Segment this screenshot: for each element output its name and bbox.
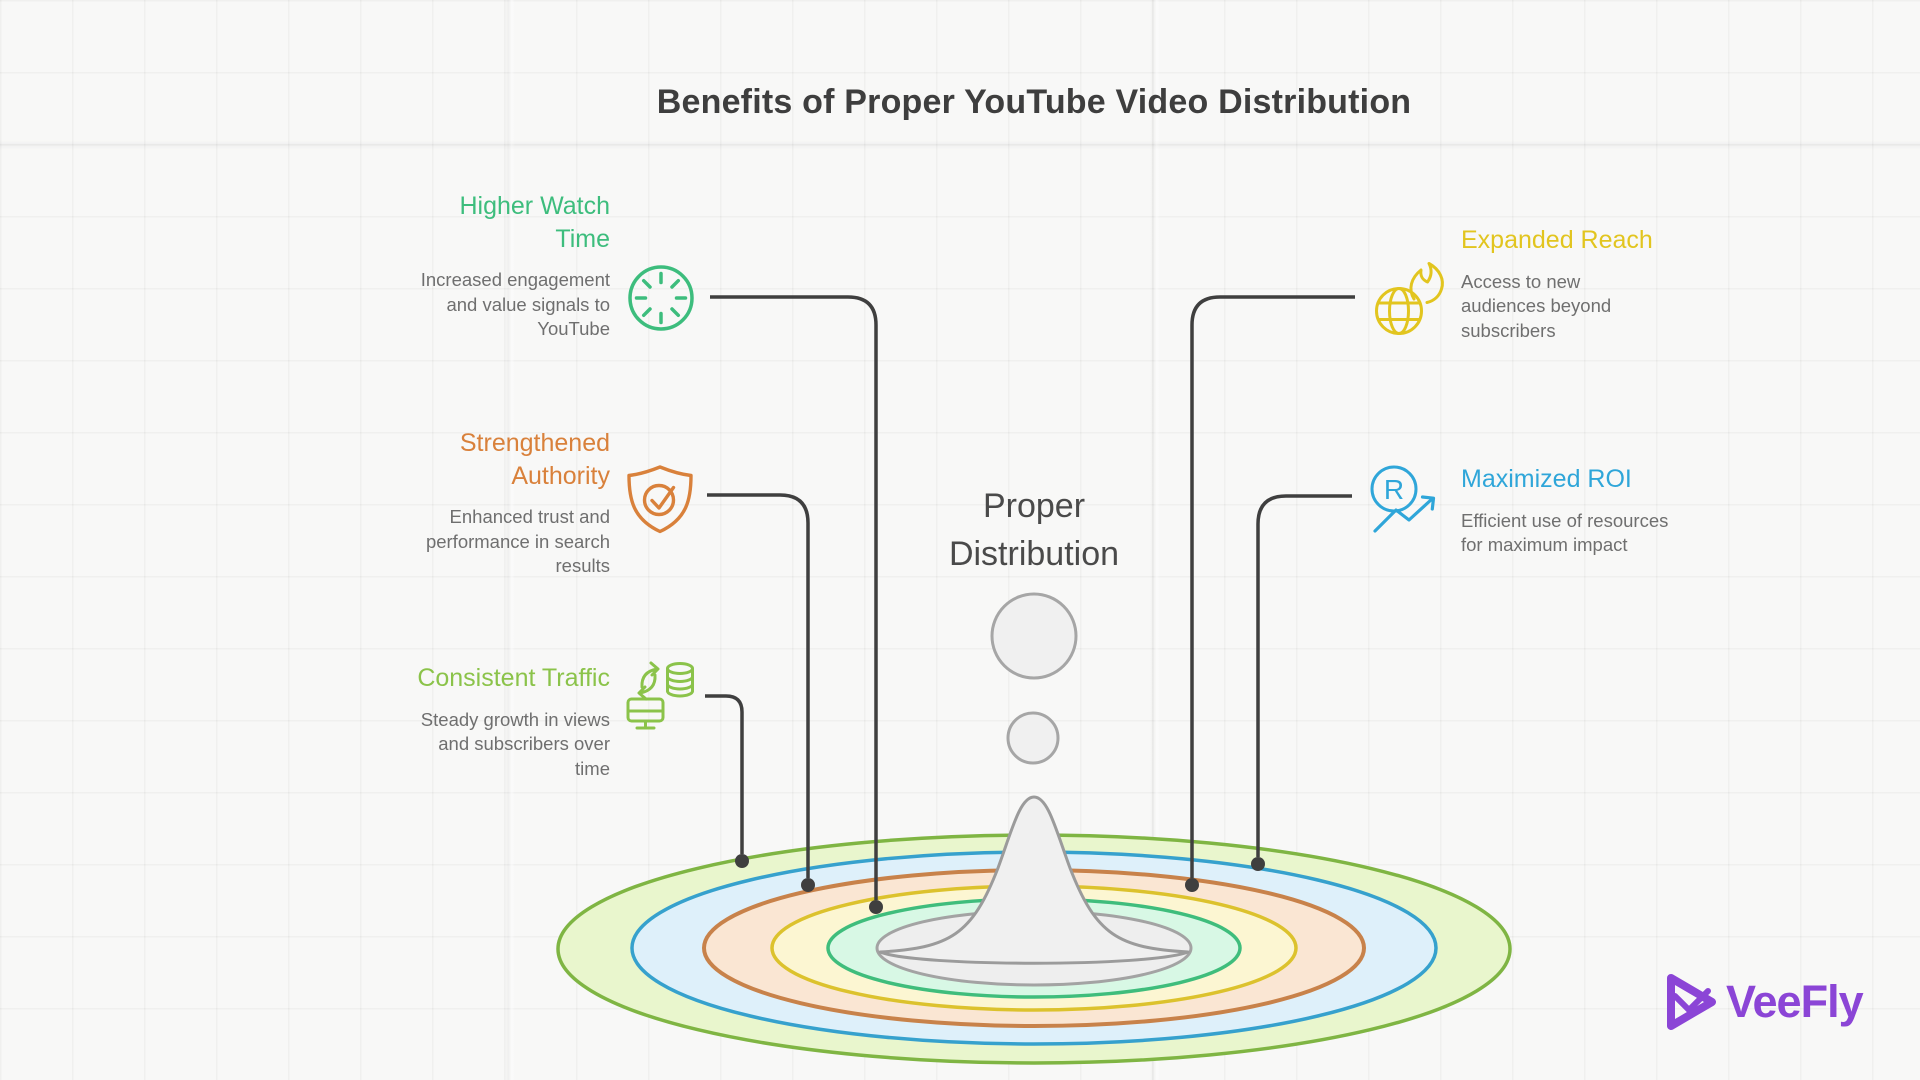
callout-higher-watch-time: Higher Watch Time Increased engagement a… xyxy=(410,190,610,342)
callout-strengthened-authority: Strengthened Authority Enhanced trust an… xyxy=(410,427,610,579)
benefit-title: Strengthened Authority xyxy=(459,429,610,490)
connector-strengthened-authority xyxy=(707,493,810,878)
shield-check-icon xyxy=(627,465,693,534)
benefit-desc: Steady growth in views and subscribers o… xyxy=(420,708,610,779)
callout-consistent-traffic: Consistent Traffic Steady growth in view… xyxy=(350,662,610,781)
benefit-desc: Enhanced trust and performance in search… xyxy=(425,506,610,577)
veefly-logo-text: VeeFly xyxy=(1726,976,1864,1027)
paper-crease xyxy=(505,0,515,1080)
connector-dot xyxy=(1185,878,1199,892)
brand-logo: VeeFly xyxy=(1662,970,1864,1034)
clock-icon xyxy=(628,265,694,331)
benefit-desc: Access to new audiences beyond subscribe… xyxy=(1461,270,1612,341)
benefit-title: Consistent Traffic xyxy=(417,664,610,692)
droplet-small xyxy=(1006,711,1060,765)
page-title: Benefits of Proper YouTube Video Distrib… xyxy=(656,83,1412,121)
callout-maximized-roi: Maximized ROI Efficient use of resources… xyxy=(1461,463,1681,558)
benefit-title: Higher Watch Time xyxy=(459,192,610,253)
connector-dot xyxy=(735,854,749,868)
connector-dot xyxy=(1251,857,1265,871)
connectors xyxy=(705,295,1355,900)
roi-arrow-icon: R xyxy=(1370,465,1436,533)
water-splash xyxy=(878,592,1190,965)
paper-crease xyxy=(0,140,1920,150)
paper-crease xyxy=(1150,0,1160,1080)
benefit-desc: Efficient use of resources for maximum i… xyxy=(1461,509,1669,556)
globe-flame-icon xyxy=(1375,262,1444,335)
roi-letter: R xyxy=(1384,474,1404,505)
connector-higher-watch-time xyxy=(710,295,878,900)
callout-expanded-reach: Expanded Reach Access to new audiences b… xyxy=(1461,224,1681,343)
connector-dot xyxy=(801,878,815,892)
benefit-title: Maximized ROI xyxy=(1461,465,1632,493)
connector-consistent-traffic xyxy=(705,694,744,854)
center-label: Proper Distribution xyxy=(948,487,1120,573)
benefit-title: Expanded Reach xyxy=(1461,226,1653,254)
data-sync-monitor-icon xyxy=(626,661,694,730)
connector-dot xyxy=(869,900,883,914)
connector-maximized-roi xyxy=(1256,494,1352,857)
veefly-play-icon xyxy=(1667,974,1716,1030)
benefit-desc: Increased engagement and value signals t… xyxy=(420,269,610,340)
connector-expanded-reach xyxy=(1190,295,1355,878)
splash-peak xyxy=(878,795,1190,965)
droplet-large xyxy=(990,592,1078,680)
connector-dots xyxy=(735,854,1265,914)
